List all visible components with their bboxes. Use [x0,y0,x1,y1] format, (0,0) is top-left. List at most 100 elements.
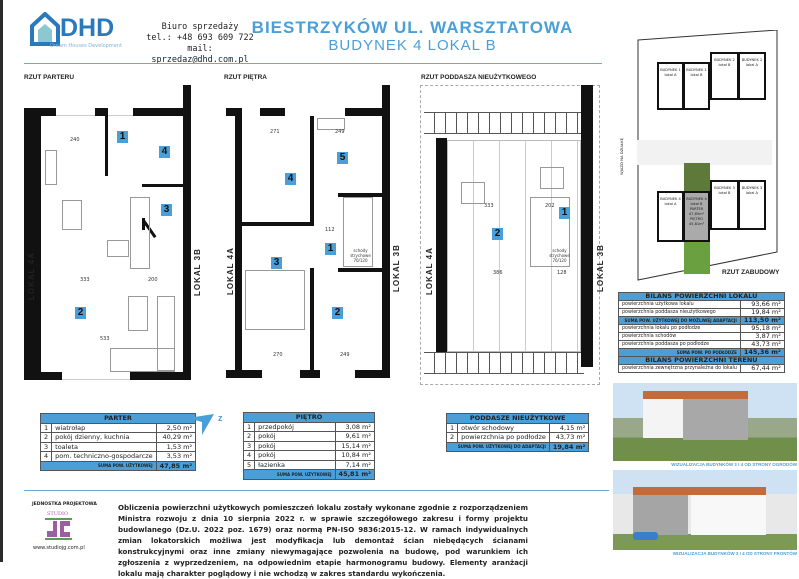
dimension: 333 [484,203,494,209]
plan-element [447,140,581,352]
house-logo-icon [30,11,60,48]
table-cell: pokój [254,440,336,451]
plan-element [683,395,748,440]
table-cell: powierzchnia użytkowa lokalu [618,300,741,309]
dimension: 249 [335,129,345,135]
table-row: PIĘTRO [243,412,375,423]
table-cell: 4 [39,451,53,462]
wall [355,370,390,378]
table-cell: 2 [39,432,53,443]
room-badge-4: 4 [285,173,296,185]
table-cell: 19,84 m² [548,441,590,452]
wall [581,85,593,367]
wall [338,193,382,197]
room-badge-1: 1 [559,207,570,219]
table-cell: 3 [242,440,256,451]
wall [24,108,41,380]
table-cell: 9,61 m² [334,431,376,442]
site-building-label: lokal A [664,73,677,77]
wall [338,268,382,272]
plan-element [45,150,57,185]
site-building-label: BUDYNEK 1 [660,68,681,72]
wall [235,108,242,378]
room-badge-3: 3 [161,204,172,216]
site-building-label: PIĘTRO [689,217,704,221]
site-building-label: lokal B [718,191,731,195]
table-cell: 1 [39,422,53,433]
table-cell: wiatrołap [51,422,157,433]
wall [130,372,191,380]
page-edge [0,0,3,562]
site-building-label: BUDYNEK 3 [741,186,763,190]
stairs-note: schody strychowe 70/120 [350,248,371,263]
wall [242,222,314,226]
dimension: 249 [340,352,350,358]
table-cell: 1,53 m² [155,441,197,452]
page-title: BIESTRZYKÓW UL. WARSZTATOWA [251,18,574,37]
neighbor-label-right: LOKAL 3B [392,244,401,292]
table-cell: łazienka [254,459,336,470]
wall [95,108,108,116]
site-building-label: 47,85m² [688,212,705,216]
site-building-label: BUDYNEK 3 [714,186,735,190]
site-title: RZUT ZABUDOWY [722,269,780,276]
table-cell: pokój [254,450,336,461]
table-cell: pokój [254,431,336,442]
sales-info: Biuro sprzedaży tel.: +48 693 609 722 ma… [140,22,260,66]
plan-element [633,532,658,540]
wall [133,108,185,116]
table-cell: powierzchnia poddasza po podłodze [618,340,741,349]
table-cell: SUMA POW. UŻYTKOWEJ [243,469,336,480]
table-cell: 3,08 m² [334,421,376,432]
plan-element [157,296,175,371]
neighbor-label-left: LOKAL 4A [226,247,235,295]
garden-area [684,242,710,274]
table-cell: 7,14 m² [334,459,376,470]
neighbor-label-left: LOKAL 4A [27,252,36,300]
dimension: 533 [100,336,110,342]
table-cell: 43,73 m² [548,432,590,443]
table-cell: PARTER [39,413,197,424]
site-building-label: BUDYNEK 1 [686,68,707,72]
site-building-label: lokal B [690,73,703,77]
neighbor-label-right: LOKAL 3B [193,248,202,296]
wall [142,184,184,187]
neighbor-label-right: LOKAL 3B [596,244,605,292]
room-badge-2: 2 [75,307,86,319]
room-badge-1: 1 [117,131,128,143]
plan-label-pietro: RZUT PIĘTRA [224,74,267,81]
wall [226,108,242,116]
room-badge-2: 2 [492,228,503,240]
page-subtitle: BUDYNEK 4 LOKAL B [328,37,497,54]
table-cell: pokój dzienny, kuchnia [51,432,157,443]
table-cell: 4 [242,450,256,461]
table-cell: powierzchnia lokalu po podłodze [618,324,741,333]
plan-label-parter: RZUT PARTERU [24,74,75,81]
site-building-label: BUDYNEK 2 [714,58,735,62]
table-row: PODDASZE NIEUŻYTKOWE [445,413,590,424]
room-badge-4: 4 [159,146,170,158]
logo-subtitle: Dream Houses Development [50,43,122,49]
plan-element [245,270,305,330]
room-badge-3: 3 [271,257,282,269]
table-cell: 2 [445,432,459,443]
table-cell: 47,85 m² [155,460,197,471]
dimension: 128 [557,270,567,276]
visualization-caption-2: WIZUALIZACJA BUDYNKÓW 3 I 4 OD STRONY FR… [672,551,797,556]
table-cell: 15,14 m² [334,440,376,451]
header-divider [24,63,602,64]
site-building-label: 45,81m² [688,222,705,226]
